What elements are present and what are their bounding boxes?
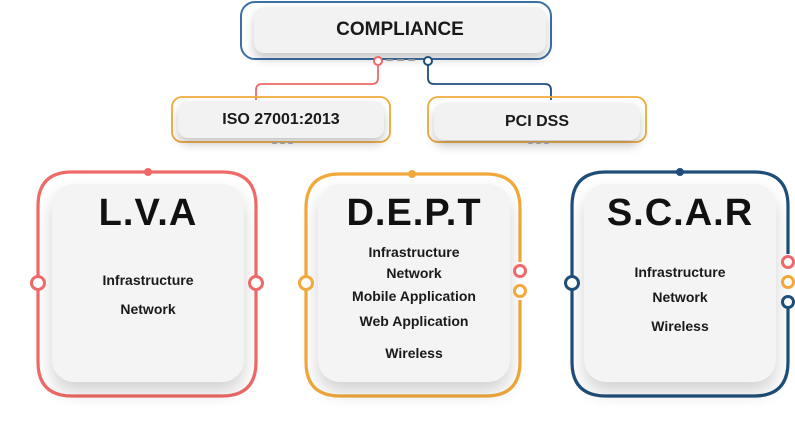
connector-node bbox=[408, 170, 416, 178]
divider bbox=[408, 59, 415, 61]
card-scar: S.C.A.R Infrastructure Network Wireless bbox=[584, 184, 776, 382]
connector-node bbox=[564, 275, 580, 291]
card-dept-title: D.E.P.T bbox=[346, 192, 482, 234]
connector-node bbox=[373, 56, 383, 66]
card-dept-item: Mobile Application bbox=[352, 288, 476, 304]
standard-iso-box: ISO 27001:2013 bbox=[178, 101, 384, 138]
card-scar-item: Infrastructure bbox=[634, 264, 726, 280]
card-scar-item: Wireless bbox=[651, 318, 709, 334]
connector-node bbox=[781, 295, 795, 309]
card-lva-item: Network bbox=[120, 301, 176, 317]
connector-node bbox=[248, 275, 264, 291]
card-lva-title: L.V.A bbox=[98, 192, 198, 234]
connector-node bbox=[30, 275, 46, 291]
divider bbox=[386, 59, 393, 61]
connector-node bbox=[513, 284, 527, 298]
connector-node bbox=[781, 255, 795, 269]
connector-node bbox=[513, 264, 527, 278]
divider bbox=[536, 142, 541, 144]
compliance-label: COMPLIANCE bbox=[336, 19, 464, 40]
card-dept-item: Wireless bbox=[385, 345, 443, 361]
divider bbox=[397, 59, 404, 61]
divider bbox=[280, 142, 285, 144]
connector-node bbox=[144, 168, 152, 176]
standard-pci-box: PCI DSS bbox=[434, 103, 640, 140]
divider bbox=[288, 142, 293, 144]
connector-node bbox=[298, 275, 314, 291]
connector-node bbox=[423, 56, 433, 66]
divider bbox=[272, 142, 277, 144]
card-dept-item: Web Application bbox=[359, 313, 469, 329]
standard-iso-label: ISO 27001:2013 bbox=[222, 110, 340, 128]
connector-node bbox=[781, 275, 795, 289]
card-lva-item: Infrastructure bbox=[102, 272, 194, 288]
divider bbox=[528, 142, 533, 144]
card-lva: L.V.A Infrastructure Network bbox=[52, 184, 244, 382]
standard-pci-label: PCI DSS bbox=[504, 112, 569, 130]
card-dept-item: Network bbox=[386, 265, 442, 281]
divider bbox=[544, 142, 549, 144]
card-dept: D.E.P.T Infrastructure Network Mobile Ap… bbox=[318, 184, 510, 382]
connector-node bbox=[676, 168, 684, 176]
card-scar-item: Network bbox=[652, 289, 708, 305]
card-scar-title: S.C.A.R bbox=[606, 192, 754, 234]
card-dept-item: Infrastructure bbox=[368, 244, 460, 260]
compliance-box: COMPLIANCE bbox=[254, 7, 546, 53]
